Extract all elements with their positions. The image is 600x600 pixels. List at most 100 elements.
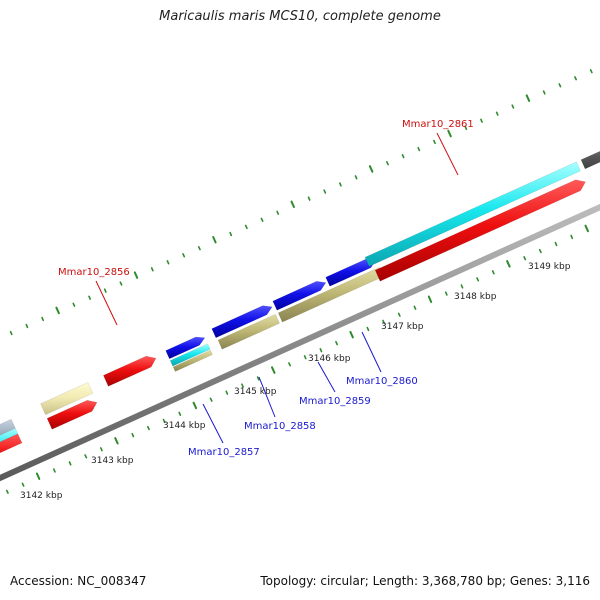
upper-tick-minor [307,196,311,201]
ruler-label-3143: 3143 kbp [91,456,134,466]
upper-tick-minor [88,295,91,300]
lower-tick-minor [225,390,229,395]
lower-tick-minor [413,305,417,310]
upper-tick-minor [511,104,515,109]
lower-tick-minor [241,383,244,388]
lower-tick-minor [444,291,448,296]
gene-blue-2859[interactable] [272,281,327,311]
ruler-ticks [5,69,593,494]
ruler-label-3145: 3145 kbp [234,387,277,397]
lower-tick-minor [382,319,386,325]
upper-tick-minor [433,139,436,145]
leader-mmar10-2859 [317,361,336,393]
lower-tick-minor [147,425,150,431]
gene-red-right-1[interactable] [103,355,157,387]
lower-tick-major [271,366,276,374]
lower-tick-major [192,401,198,410]
gene-blue-2858[interactable] [211,305,273,339]
lower-tick-major [349,330,354,339]
leader-mmar10-2861 [436,132,459,176]
lower-tick-minor [52,468,56,473]
upper-tick-minor [41,316,45,322]
upper-tick-major [55,306,60,315]
lower-tick-minor [131,432,135,438]
ruler-label-3149: 3149 kbp [528,262,571,272]
upper-tick-minor [72,302,76,307]
lower-tick-minor [523,255,527,261]
lower-tick-minor [68,461,72,466]
leader-mmar10-2860 [361,331,382,373]
lower-tick-minor [209,397,213,402]
upper-tick-minor [276,210,280,215]
gene-left-red-inner[interactable] [0,433,23,478]
lower-tick-minor [84,454,88,459]
accession-text: Accession: NC_008347 [10,574,147,588]
ruler-label-3144: 3144 kbp [163,421,206,431]
gene-label-mmar10-2861[interactable]: Mmar10_2861 [402,119,474,130]
lower-tick-minor [5,489,9,494]
upper-tick-minor [417,146,421,152]
upper-tick-minor [354,175,358,180]
lower-tick-minor [256,376,260,381]
gene-label-mmar10-2857[interactable]: Mmar10_2857 [188,447,260,458]
upper-tick-minor [229,231,233,237]
lower-tick-minor [554,241,558,247]
upper-tick-minor [9,330,13,336]
gene-left-cream[interactable] [40,382,94,416]
lower-tick-major [114,437,119,445]
upper-tick-minor [542,90,546,95]
lower-tick-minor [162,418,166,424]
lower-tick-minor [100,447,103,452]
backbone-ring [0,203,600,482]
lower-tick-minor [335,340,339,346]
lower-tick-minor [476,277,480,282]
upper-tick-minor [25,323,29,329]
lower-tick-minor [397,312,401,317]
gene-label-mmar10-2860[interactable]: Mmar10_2860 [346,376,418,387]
lower-tick-minor [491,270,495,275]
upper-tick-minor [150,267,154,272]
lower-tick-minor [319,347,323,353]
upper-tick-minor [323,189,327,194]
lower-tick-minor [21,482,25,487]
upper-tick-minor [401,154,405,159]
gene-blue-2857[interactable] [165,336,206,360]
leader-mmar10-2857 [202,403,224,444]
gene-red-2861-inner[interactable] [374,179,586,282]
gene-red-inner-2[interactable] [46,400,98,430]
gene-features [0,131,600,478]
callout-lines [95,132,459,444]
lower-tick-major [584,224,589,233]
gene-cyan-inner-2857[interactable] [169,343,211,367]
upper-tick-minor [464,125,468,130]
upper-tick-major [447,129,452,138]
leader-mmar10-2856 [95,280,118,326]
ruler-label-3147: 3147 kbp [381,322,424,332]
upper-tick-minor [166,260,170,265]
lower-tick-major [506,260,511,268]
gene-label-mmar10-2858[interactable]: Mmar10_2858 [244,421,316,432]
ruler-label-3146: 3146 kbp [308,354,351,364]
upper-tick-minor [197,246,201,251]
upper-tick-major [133,271,139,279]
gene-khaki-2858[interactable] [217,313,280,350]
upper-tick-major [212,236,217,244]
gene-khaki-2857[interactable] [172,349,213,372]
gene-left-cyan-inner[interactable] [0,427,19,469]
gene-label-mmar10-2856[interactable]: Mmar10_2856 [58,267,130,278]
gene-grey-right[interactable] [580,131,600,170]
lower-tick-minor [460,284,464,289]
lower-tick-major [427,295,433,303]
ruler-label-3142: 3142 kbp [20,491,63,501]
genome-title: Maricaulis maris MCS10, complete genome [159,9,441,24]
lower-tick-minor [178,411,182,417]
lower-tick-minor [570,234,574,240]
gene-cyan-2861[interactable] [364,161,581,267]
gene-label-mmar10-2859[interactable]: Mmar10_2859 [299,396,371,407]
upper-tick-major [368,165,374,173]
lower-tick-major [35,472,41,480]
leader-mmar10-2858 [258,376,276,418]
upper-tick-minor [574,76,578,81]
upper-tick-minor [244,224,248,230]
